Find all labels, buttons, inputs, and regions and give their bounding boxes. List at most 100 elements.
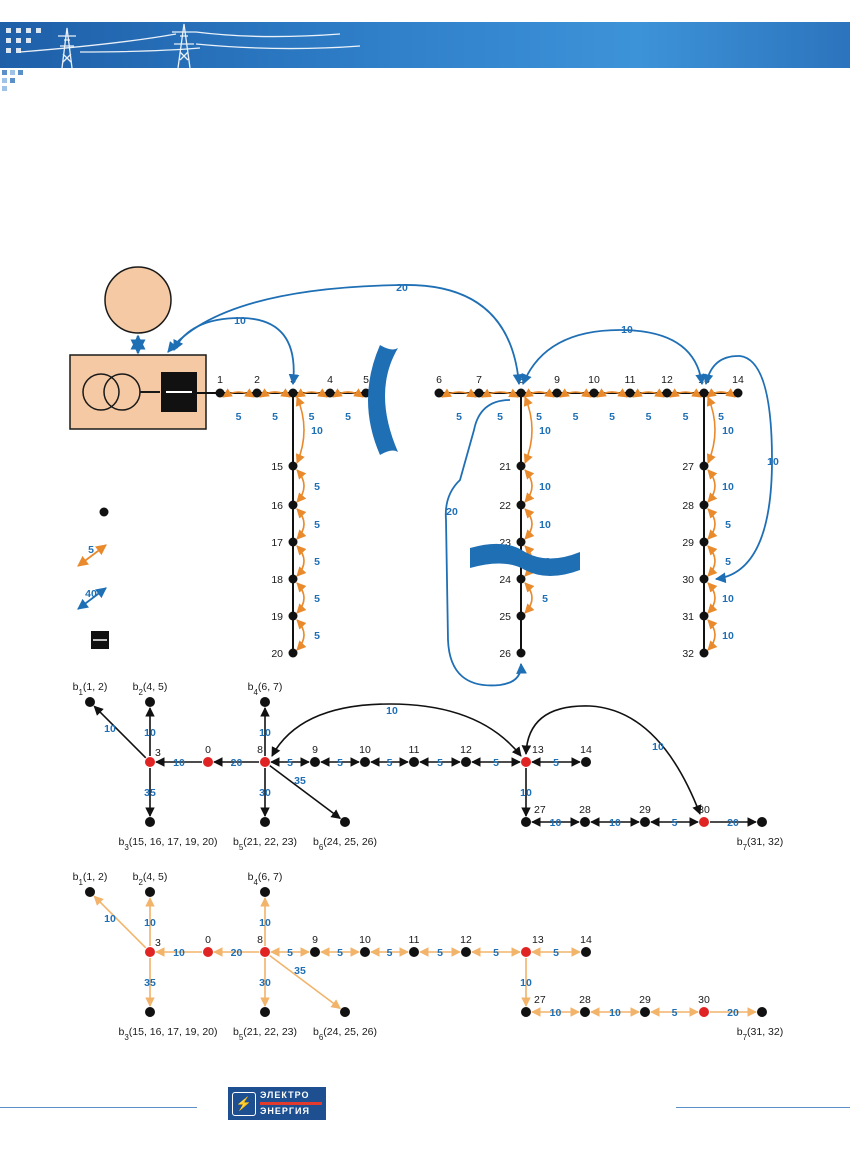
block-label-sub: 5 [239,1033,244,1042]
node-label: 28 [682,500,694,512]
block-label-rest: (21, 22, 23) [243,1026,297,1038]
block-label-base: b [737,1026,743,1038]
weight-label: 30 [259,977,271,989]
node-label: 27 [682,461,694,473]
weight-label: 35 [294,775,306,787]
node-label: 23 [499,537,511,549]
block-label-base: b [313,1026,319,1038]
bus-node [474,388,484,398]
bus-node [325,388,335,398]
graph-node [360,947,370,957]
block-label-sub: 2 [138,688,143,697]
weight-label: 5 [314,481,320,493]
orange-weight-arrow [296,545,307,577]
weight-label: 20 [231,947,243,959]
node-label: 12 [460,744,472,756]
node-label: 29 [639,994,651,1006]
orange-weight-arrow [259,388,291,398]
logo-line-2: ЭНЕРГИЯ [260,1106,310,1116]
blue-link-arrow [444,399,527,687]
weight-label: 5 [287,947,293,959]
graph-node [581,947,591,957]
branch-node [288,574,298,584]
branch-node [699,461,709,471]
weight-label: 20 [727,1007,739,1019]
branch-node [288,611,298,621]
bus-node [434,388,444,398]
node-label: 30 [682,574,694,586]
branch-node [516,537,526,547]
node-label: 15 [271,461,283,473]
node-label: 0 [205,744,211,756]
weight-label: 5 [646,411,652,423]
weight-label: 10 [311,425,323,437]
orange-weight-arrow [296,619,307,651]
block-label: b4(6, 7) [248,871,283,887]
lightning-icon: ⚡ [232,1091,256,1116]
weight-label: 35 [294,965,306,977]
node-label: 14 [580,934,592,946]
line-break-symbol [368,345,398,455]
block-label: b3(15, 16, 17, 19, 20) [118,1026,217,1042]
legend-node-icon [99,507,109,517]
block-label: b7(31, 32) [737,836,783,852]
block-label: b6(24, 25, 26) [313,1026,377,1042]
block-label-rest: (4, 5) [143,681,168,693]
weight-label: 10 [722,593,734,605]
block-label-rest: (31, 32) [747,1026,783,1038]
bus-node [288,388,298,398]
company-logo: ⚡ ЭЛЕКТРО ЭНЕРГИЯ [228,1087,326,1120]
weight-label: 5 [314,593,320,605]
node-label: 10 [359,934,371,946]
legend-orange-arrow-icon [77,544,107,567]
branch-point-node [203,757,213,767]
block-label: b2(4, 5) [133,681,168,697]
orange-weight-arrow [523,396,533,464]
block-label: b3(15, 16, 17, 19, 20) [118,836,217,852]
node-label: 29 [639,804,651,816]
square-dot-icon [2,86,7,91]
node-label: 24 [499,574,511,586]
square-dot-icon [2,78,7,83]
weight-label: 20 [231,757,243,769]
blue-link-arrow [702,355,773,584]
graph-node [310,757,320,767]
branch-node [288,537,298,547]
branch-node [699,648,709,658]
dot-grid-icon [6,28,41,53]
branch-node [288,648,298,658]
block-label-sub: 4 [253,878,258,887]
legend-weight-label: 40 [85,588,97,600]
block-label-sub: 3 [124,1033,129,1042]
block-label: b1(1, 2) [73,681,108,697]
graph-node [461,947,471,957]
graph-edge [269,954,341,1010]
weight-label: 5 [672,1007,678,1019]
branch-point-node [203,947,213,957]
weight-label: 10 [550,817,562,829]
graph-node [360,757,370,767]
weight-label: 10 [621,324,633,336]
graph-node [145,887,155,897]
node-label: 14 [732,374,744,386]
weight-label: 5 [553,947,559,959]
legend: 540 [77,507,109,649]
node-label: 26 [499,648,511,660]
weight-label: 10 [104,913,116,925]
orange-weight-arrow [524,582,535,614]
node-label: 30 [698,804,710,816]
branch-point-node [699,817,709,827]
bus-node [625,388,635,398]
node-label: 8 [257,744,263,756]
weight-label: 5 [609,411,615,423]
weight-label: 10 [539,519,551,531]
node-label: 10 [588,374,600,386]
weight-label: 10 [722,630,734,642]
power-tower-icon [19,23,361,69]
branch-node [516,574,526,584]
weight-label: 5 [497,411,503,423]
block-label: b4(6, 7) [248,681,283,697]
